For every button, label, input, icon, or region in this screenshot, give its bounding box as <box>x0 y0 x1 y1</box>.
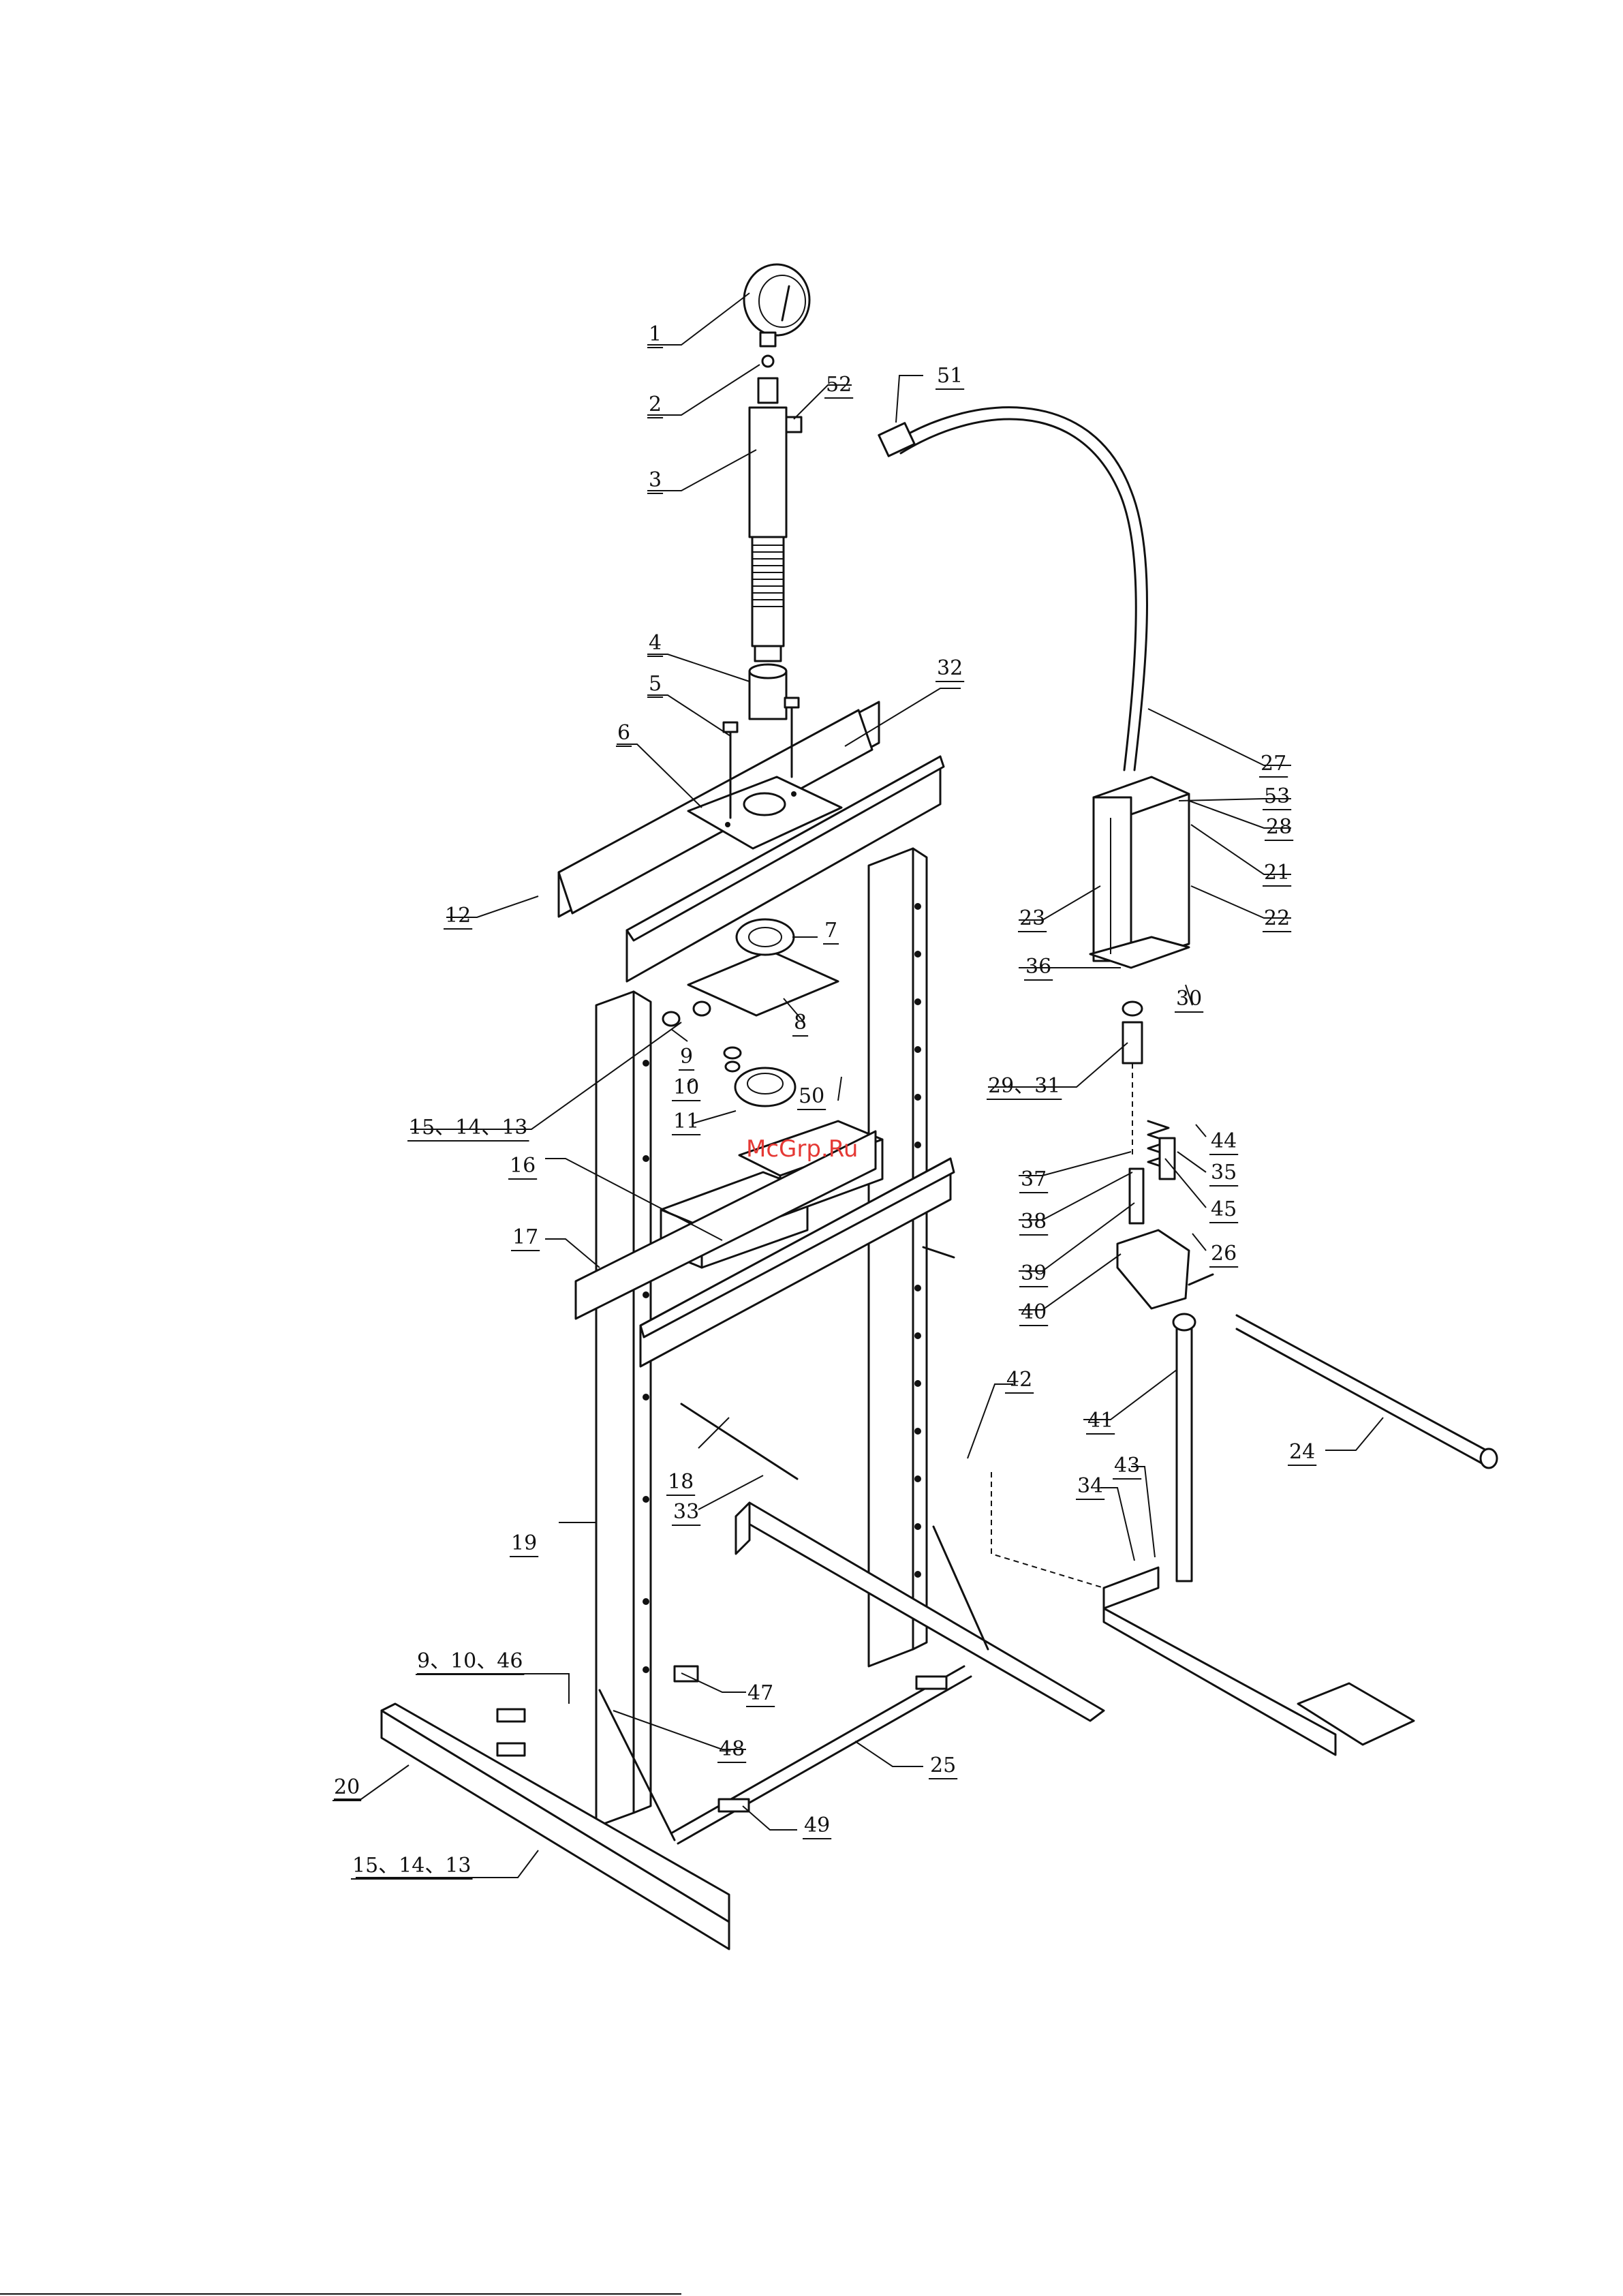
callout-37: 37 <box>1021 1167 1047 1191</box>
pump-plunger <box>1123 1002 1142 1159</box>
right-upright <box>869 848 927 1666</box>
callout-15-14-13-upper: 15、14、13 <box>409 1116 528 1139</box>
callout-4: 4 <box>649 631 662 655</box>
pump-lever <box>1173 1314 1195 1581</box>
callout-2: 2 <box>649 393 662 416</box>
pump-links <box>1130 1138 1175 1223</box>
callout-25: 25 <box>930 1754 956 1777</box>
callout-11: 11 <box>673 1109 699 1133</box>
callout-9: 9 <box>680 1045 693 1069</box>
callout-1: 1 <box>649 322 662 346</box>
callout-45: 45 <box>1211 1197 1237 1221</box>
callout-53: 53 <box>1264 784 1290 808</box>
watermark: McGrp.Ru <box>746 1135 858 1163</box>
gauge-fitting <box>758 356 777 403</box>
callout-41: 41 <box>1087 1409 1113 1433</box>
callout-15-14-13-lower: 15、14、13 <box>352 1854 472 1878</box>
callout-7: 7 <box>824 919 837 943</box>
callout-33: 33 <box>673 1500 699 1524</box>
base-left <box>382 1704 729 1949</box>
callout-19: 19 <box>511 1531 537 1555</box>
callout-42: 42 <box>1006 1368 1032 1392</box>
callout-18: 18 <box>668 1470 694 1494</box>
callout-30: 30 <box>1176 987 1202 1011</box>
callout-34: 34 <box>1077 1474 1103 1498</box>
hydraulic-hose <box>879 408 1147 770</box>
callout-39: 39 <box>1021 1261 1047 1285</box>
callout-24: 24 <box>1289 1440 1315 1464</box>
callout-3: 3 <box>649 468 662 492</box>
ram-adapter <box>749 664 786 719</box>
callout-48: 48 <box>719 1737 745 1761</box>
ram-cylinder <box>749 408 801 661</box>
callout-51: 51 <box>937 364 963 388</box>
callout-10: 10 <box>673 1075 699 1099</box>
callout-9-10-46: 9、10、46 <box>417 1649 523 1673</box>
callout-44: 44 <box>1211 1129 1237 1153</box>
press-nut-lower <box>735 1068 795 1106</box>
pump-body <box>1090 777 1189 968</box>
pump-handle <box>1237 1315 1497 1468</box>
callout-26: 26 <box>1211 1242 1237 1266</box>
callout-27: 27 <box>1261 752 1286 776</box>
callout-38: 38 <box>1021 1210 1047 1234</box>
callout-40: 40 <box>1021 1300 1047 1324</box>
callout-32: 32 <box>937 656 963 680</box>
callout-50: 50 <box>799 1084 824 1108</box>
callout-20: 20 <box>334 1775 360 1799</box>
callout-43: 43 <box>1114 1454 1140 1478</box>
callout-16: 16 <box>510 1154 536 1178</box>
callout-36: 36 <box>1025 955 1051 979</box>
callout-35: 35 <box>1211 1161 1237 1184</box>
callout-23: 23 <box>1019 906 1045 930</box>
callout-28: 28 <box>1266 815 1292 839</box>
small-washers <box>663 1002 741 1071</box>
callout-29-31: 29、31 <box>988 1074 1060 1098</box>
callout-52: 52 <box>826 373 852 397</box>
callout-17: 17 <box>512 1225 538 1249</box>
callout-leaders <box>334 293 1383 1878</box>
callout-5: 5 <box>649 672 662 696</box>
pressure-gauge <box>744 264 809 346</box>
callout-12: 12 <box>445 904 471 928</box>
callout-22: 22 <box>1264 906 1290 930</box>
callout-21: 21 <box>1264 861 1290 885</box>
callout-8: 8 <box>794 1011 807 1035</box>
pump-pedal <box>1104 1567 1414 1755</box>
callout-6: 6 <box>617 721 630 745</box>
callout-47: 47 <box>747 1681 773 1705</box>
callout-49: 49 <box>804 1813 830 1837</box>
